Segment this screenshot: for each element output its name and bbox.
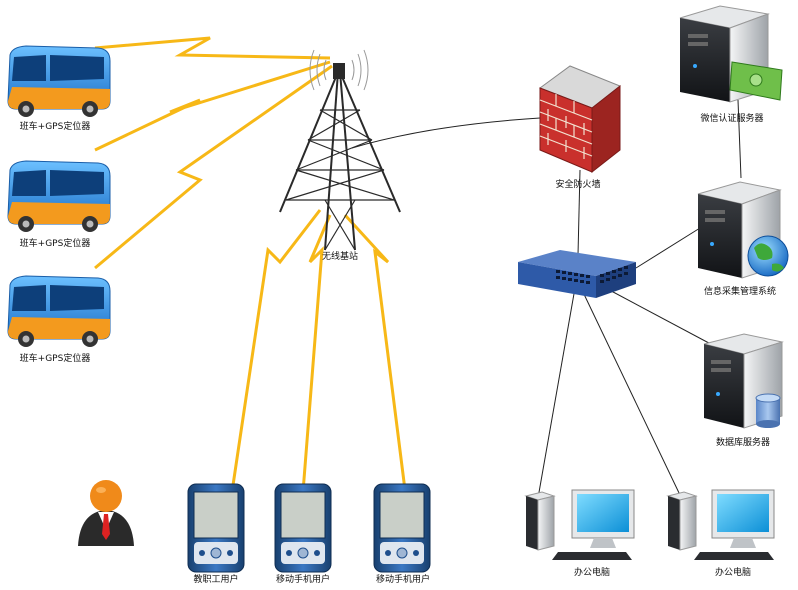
bus-icon [7,275,111,347]
wireless-link-mobile2 [343,213,407,491]
radio-tower-icon [279,49,401,251]
link-switch-pc2 [581,289,681,496]
wireless-link-bus3 [94,64,333,270]
network-switch-icon [518,250,636,298]
link-firewall-switch [577,169,581,256]
desktop-computer-icon [666,489,775,560]
office-pc-label-2: 办公电脑 [714,568,752,578]
link-tower-firewall [351,117,541,149]
link-switch-pc1 [537,287,576,499]
firewall-icon [538,65,621,174]
wireless-link-bus2 [94,60,331,152]
bus-icon [7,45,111,117]
staff-user-label: 教职工用户 [193,575,239,585]
info-system-server-icon [697,181,789,279]
wechat-server-label: 微信认证服务器 [700,114,764,124]
connection-lines [351,99,742,499]
mobile-user-label-1: 移动手机用户 [275,575,331,585]
bus-label-2: 班车+GPS定位器 [19,239,91,249]
person-icon [78,480,134,546]
pda-icon [373,483,431,573]
tower-label: 无线基站 [321,252,359,262]
bus-label-3: 班车+GPS定位器 [19,354,91,364]
database-cylinder-icon [755,393,781,428]
link-switch-info [635,227,701,269]
desktop-computer-icon [524,489,635,560]
info-system-label: 信息采集管理系统 [703,287,777,297]
office-pc-label-1: 办公电脑 [573,568,611,578]
wechat-server-icon [679,5,783,103]
wireless-link-mobile1 [301,214,332,493]
wireless-link-bus1 [94,36,331,60]
wireless-link-staff [230,209,322,493]
link-switch-database [599,284,723,351]
pda-icon [274,483,332,573]
firewall-label: 安全防火墙 [555,180,601,190]
database-server-icon [703,333,784,429]
bus-label-1: 班车+GPS定位器 [19,122,91,132]
link-wechat-info [737,99,742,179]
wireless-links [94,36,407,493]
pda-icon [187,483,245,573]
bus-icon [7,160,111,232]
database-server-label: 数据库服务器 [715,438,771,448]
mobile-user-label-2: 移动手机用户 [375,575,431,585]
